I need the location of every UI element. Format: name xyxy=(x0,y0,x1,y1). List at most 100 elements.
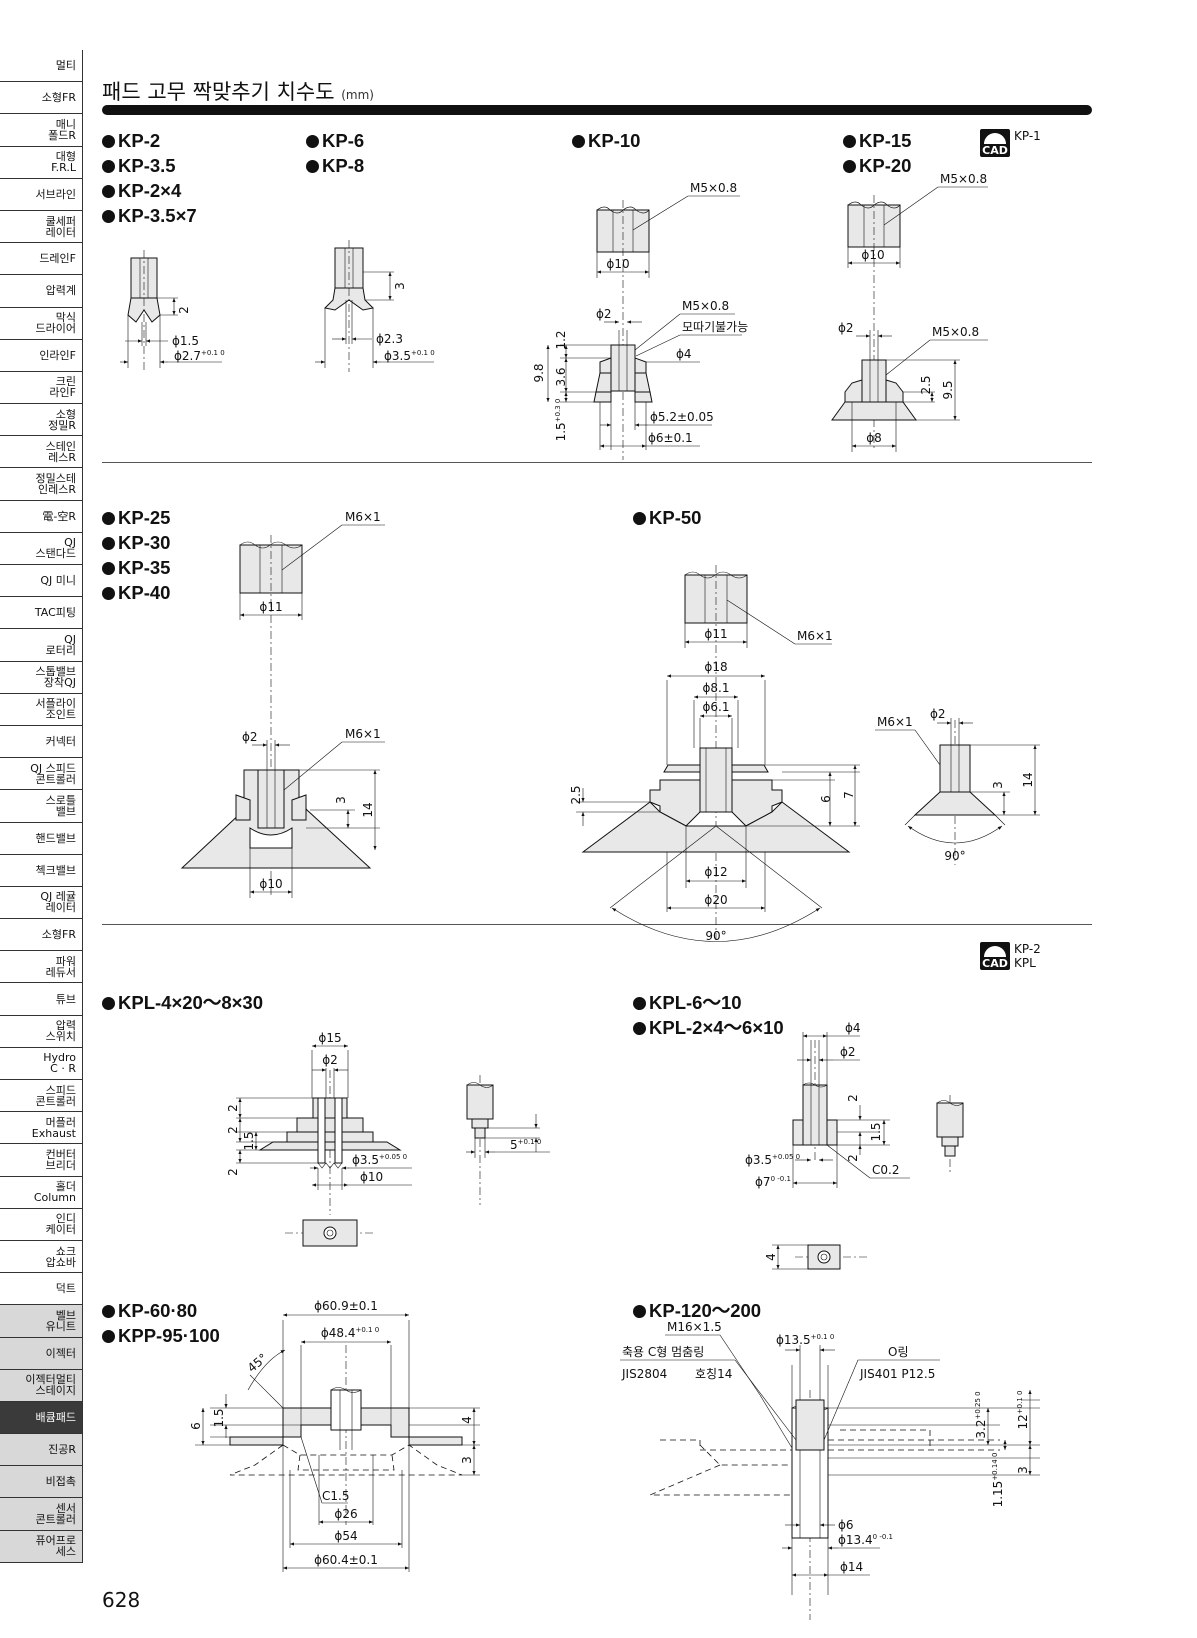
sidebar-item[interactable]: 퓨어프로 세스 xyxy=(0,1530,82,1563)
dim-tolerance: 0 -0.1 xyxy=(771,1175,791,1183)
sidebar-item[interactable]: 인라인F xyxy=(0,340,82,372)
dim-text: 2 xyxy=(846,1154,860,1162)
model-label: KPL-4×20～8×30 xyxy=(118,992,264,1013)
dim-text: 1.5 xyxy=(869,1122,883,1141)
dim-text: 3 xyxy=(1016,1466,1030,1474)
dim-text: ϕ3.5+0.05 0 xyxy=(745,1153,800,1167)
model-group-kpl6: KPL-6～10 KPL-2×4～6×10 xyxy=(633,990,784,1040)
sidebar-item[interactable]: 스로틀 밸브 xyxy=(0,790,82,823)
sidebar-item[interactable]: 압력 스위치 xyxy=(0,1016,82,1048)
dim-text: 1.15+0.14 0 xyxy=(991,1453,1005,1508)
sidebar-item[interactable]: 인디 케이터 xyxy=(0,1209,82,1241)
dim-text: 1.5+0.3 0 xyxy=(554,399,568,442)
dim-text: ϕ2 xyxy=(930,707,946,721)
sidebar-item[interactable]: 정밀스테 인레스R xyxy=(0,468,82,501)
sidebar-item[interactable]: 벨브 유니트 xyxy=(0,1305,82,1338)
model-group-kp25: KP-25 KP-30 KP-35 KP-40 xyxy=(102,505,170,605)
cad-badge-2[interactable]: CAD KP-2 KPL xyxy=(980,942,1041,970)
dim-text: ϕ15 xyxy=(318,1031,341,1045)
sidebar-item[interactable]: 배큠패드 xyxy=(0,1401,82,1435)
sidebar-item[interactable]: 막식 드라이어 xyxy=(0,308,82,340)
model-label: KP-3.5×7 xyxy=(118,205,197,226)
sidebar-item[interactable]: 드레인F xyxy=(0,243,82,276)
dim-text: M5×0.8 xyxy=(932,325,979,339)
sidebar-item[interactable]: 대형 F.R.L xyxy=(0,147,82,179)
sidebar-item[interactable]: Hydro C · R xyxy=(0,1048,82,1080)
sidebar-item[interactable]: QJ 로터리 xyxy=(0,629,82,662)
dim-tolerance: +0.1 0 xyxy=(811,1333,835,1341)
sidebar-item[interactable]: 이젝터멀티 스테이지 xyxy=(0,1369,82,1402)
dim-text: ϕ48.4+0.1 0 xyxy=(321,1326,379,1340)
dim-value: ϕ3.5 xyxy=(384,349,411,363)
sidebar-item[interactable]: QJ 레귤 레이터 xyxy=(0,887,82,920)
sidebar-item[interactable]: QJ 스피드 콘트롤러 xyxy=(0,758,82,791)
sidebar-item[interactable]: 홀더 Column xyxy=(0,1177,82,1209)
cad-icon: CAD xyxy=(980,129,1010,157)
dim-text: ϕ13.5+0.1 0 xyxy=(776,1333,834,1347)
dim-text: ϕ18 xyxy=(704,660,727,674)
model-label: KP-15 xyxy=(859,130,912,151)
sidebar-item[interactable]: 커넥터 xyxy=(0,726,82,759)
sidebar-item[interactable]: 이젝터 xyxy=(0,1337,82,1370)
sidebar-item[interactable]: 소형FR xyxy=(0,82,82,115)
sidebar-item[interactable]: 머플러 Exhaust xyxy=(0,1112,82,1145)
dim-tolerance: +0.14 0 xyxy=(991,1453,999,1481)
sidebar-item[interactable]: 소형FR xyxy=(0,919,82,952)
sidebar-item[interactable]: 압력계 xyxy=(0,275,82,308)
sidebar-item[interactable]: 스톱밸브 장착QJ xyxy=(0,662,82,694)
sidebar-item[interactable]: 파워 레듀서 xyxy=(0,951,82,984)
sidebar-item[interactable]: 서브라인 xyxy=(0,179,82,211)
sidebar-item[interactable]: 비접촉 xyxy=(0,1466,82,1499)
sidebar-item[interactable]: TAC피팅 xyxy=(0,597,82,630)
dim-text: 2 xyxy=(177,306,191,314)
sidebar-item[interactable]: 진공R xyxy=(0,1434,82,1467)
dim-text: JIS401 P12.5 xyxy=(859,1367,935,1381)
dim-text: ϕ11 xyxy=(259,600,282,614)
dim-text: 축용 C형 멈춤링 xyxy=(622,1345,704,1359)
sidebar-item[interactable]: 매니 폴드R xyxy=(0,114,82,147)
dim-text: 3 xyxy=(991,781,1005,789)
sidebar-item[interactable]: 쿨세퍼 레이터 xyxy=(0,211,82,244)
dim-tolerance: 0 -0.1 xyxy=(873,1533,893,1541)
sidebar-item[interactable]: 핸드밸브 xyxy=(0,823,82,855)
dim-value: ϕ13.4 xyxy=(838,1533,873,1547)
sidebar-item[interactable]: 멀티 xyxy=(0,50,82,83)
sidebar-item[interactable]: 크린 라인F xyxy=(0,372,82,405)
page-title-text: 패드 고무 짝맞추기 치수도 xyxy=(102,80,335,104)
dim-text: 2.5 xyxy=(919,375,933,394)
sidebar-item[interactable]: 센서 콘트롤러 xyxy=(0,1498,82,1531)
model-label: KP-50 xyxy=(649,507,702,528)
dim-text: ϕ14 xyxy=(840,1560,863,1574)
sidebar-item[interactable]: 첵크밸브 xyxy=(0,855,82,887)
dim-text: ϕ6.1 xyxy=(703,700,730,714)
dim-value: 3.2 xyxy=(974,1420,988,1439)
cad-badge-1[interactable]: CAD KP-1 xyxy=(980,129,1041,157)
sidebar-item[interactable]: 스테인 레스R xyxy=(0,436,82,469)
sidebar-item[interactable]: 튜브 xyxy=(0,983,82,1016)
sidebar-item[interactable]: QJ 스탠다드 xyxy=(0,533,82,565)
sidebar-item[interactable]: 쇼크 압쇼바 xyxy=(0,1241,82,1274)
sidebar-item[interactable]: 덕트 xyxy=(0,1273,82,1306)
dim-text: 1.5 xyxy=(212,1408,226,1427)
sidebar-item[interactable]: 電-空R xyxy=(0,501,82,533)
dim-text: 2.5 xyxy=(569,785,583,804)
model-label: KP-2 xyxy=(118,130,161,151)
sidebar-item[interactable]: 스피드 콘트롤러 xyxy=(0,1080,82,1113)
dim-value: 12 xyxy=(1016,1414,1030,1429)
sidebar-item[interactable]: 서플라이 조인트 xyxy=(0,694,82,726)
dim-text: ϕ2.3 xyxy=(376,332,403,346)
dim-value: ϕ48.4 xyxy=(321,1326,356,1340)
dim-text: 5+0.1 0 xyxy=(510,1138,541,1152)
sidebar-item[interactable]: 컨버터 브리더 xyxy=(0,1144,82,1177)
dim-text: 3.6 xyxy=(554,367,568,386)
dim-text: 3 xyxy=(334,796,348,804)
sidebar-item[interactable]: 소형 정밀R xyxy=(0,404,82,437)
dim-text: 2 xyxy=(846,1094,860,1102)
dim-text: O링 xyxy=(888,1345,909,1359)
sidebar-item[interactable]: QJ 미니 xyxy=(0,565,82,598)
dim-text: 45° xyxy=(245,1351,270,1375)
dim-text: ϕ26 xyxy=(334,1507,357,1521)
model-label: KP-35 xyxy=(118,557,171,578)
